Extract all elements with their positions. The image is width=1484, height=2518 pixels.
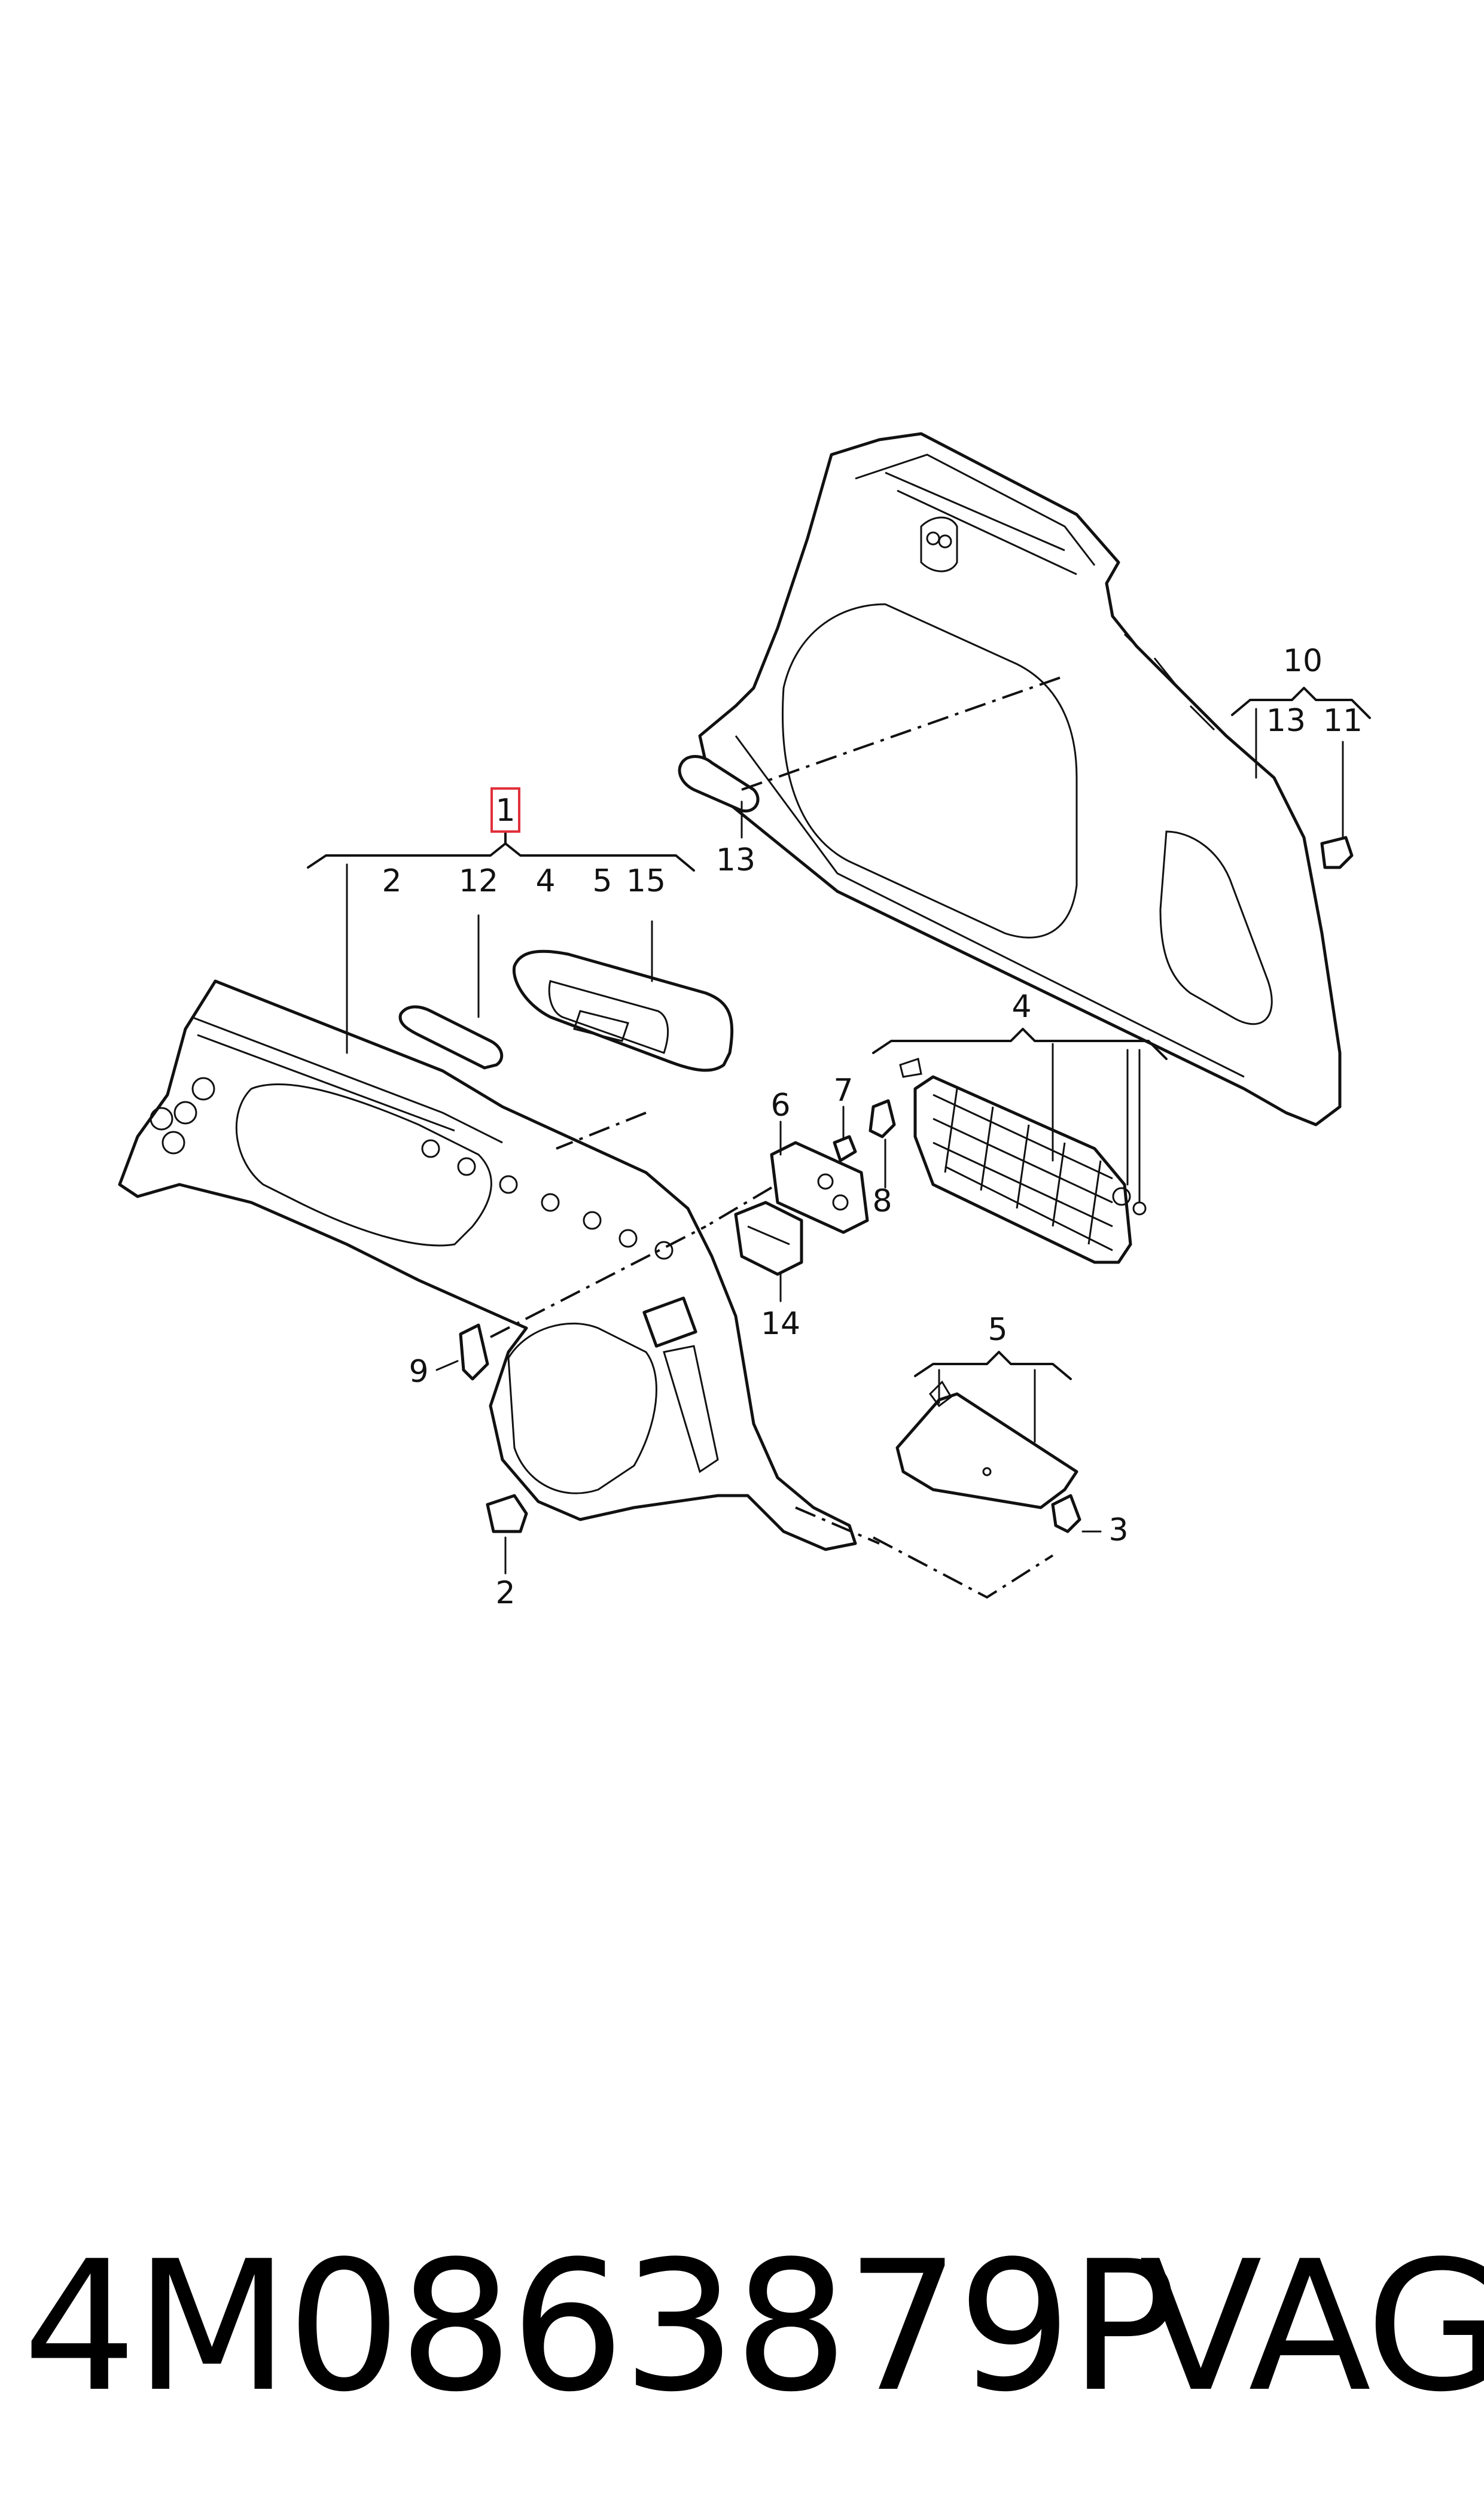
part-12-grip (398, 1005, 504, 1070)
part-9-bracket (459, 1323, 489, 1381)
part-number: 4M0863879P (23, 2222, 1178, 2431)
label-3: 3 (1108, 1512, 1128, 1548)
label-1: 1 (495, 793, 515, 829)
label-8: 8 (872, 1183, 892, 1219)
left-side-trim-panel (118, 979, 857, 1551)
part-15-cover (512, 949, 734, 1072)
leader-lines (307, 675, 1371, 1599)
label-15: 15 (626, 863, 666, 899)
part-13-strip (678, 755, 760, 813)
label-4-right: 4 (1011, 989, 1031, 1025)
label-5: 5 (592, 863, 612, 899)
part-8-clip (869, 1099, 896, 1138)
part-4-net (899, 1058, 1147, 1264)
part-14-module (734, 1201, 803, 1276)
label-14: 14 (761, 1306, 800, 1342)
label-12: 12 (459, 863, 498, 899)
label-4: 4 (535, 863, 555, 899)
part-2-clip (486, 1494, 528, 1533)
label-5-right: 5 (988, 1312, 1007, 1348)
part-7-screw (833, 1135, 857, 1162)
label-10: 10 (1283, 643, 1323, 679)
label-2: 2 (382, 863, 401, 899)
footer: 4M0863879P VAG (0, 2213, 1484, 2441)
label-11: 11 (1323, 703, 1363, 739)
label-9: 9 (409, 1354, 428, 1390)
part-5-cover (895, 1380, 1078, 1509)
parts-diagram: 1 2 12 4 5 15 13 10 13 11 6 7 8 14 4 9 2… (118, 432, 1371, 1611)
brand-name: VAG (1139, 2222, 1484, 2431)
part-6-bracket (770, 1141, 869, 1234)
label-13-right: 13 (1266, 703, 1306, 739)
part-11-clip (1320, 836, 1354, 869)
label-6: 6 (770, 1088, 790, 1123)
label-2-bottom: 2 (495, 1575, 515, 1611)
highlight-box (490, 787, 520, 833)
part-3-clip (1051, 1494, 1081, 1533)
callout-labels: 1 2 12 4 5 15 13 10 13 11 6 7 8 14 4 9 2… (382, 643, 1363, 1611)
right-side-trim-panel (698, 432, 1342, 1126)
label-13: 13 (716, 842, 755, 878)
label-7: 7 (833, 1073, 853, 1109)
